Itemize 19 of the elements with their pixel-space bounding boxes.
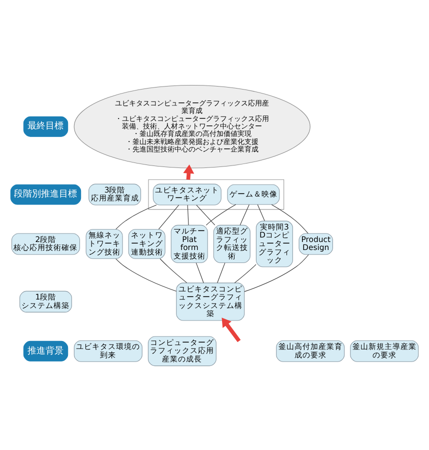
connector (206, 204, 236, 225)
connector (116, 258, 177, 292)
cluster (148, 178, 284, 210)
connector (240, 204, 250, 225)
node-box: 段階別推進目標 (10, 184, 82, 204)
arrow (222, 317, 241, 342)
connector (158, 204, 180, 229)
connector (196, 262, 204, 283)
connector (187, 204, 189, 225)
node-box: 推進背景 (23, 340, 68, 361)
connector (257, 204, 265, 221)
connector (217, 262, 226, 283)
node-box: 最終目標 (23, 116, 68, 136)
connector (116, 204, 157, 229)
connector (234, 264, 256, 283)
connector (160, 258, 188, 283)
connector (271, 204, 308, 234)
connector (196, 204, 216, 225)
connector (244, 254, 309, 292)
